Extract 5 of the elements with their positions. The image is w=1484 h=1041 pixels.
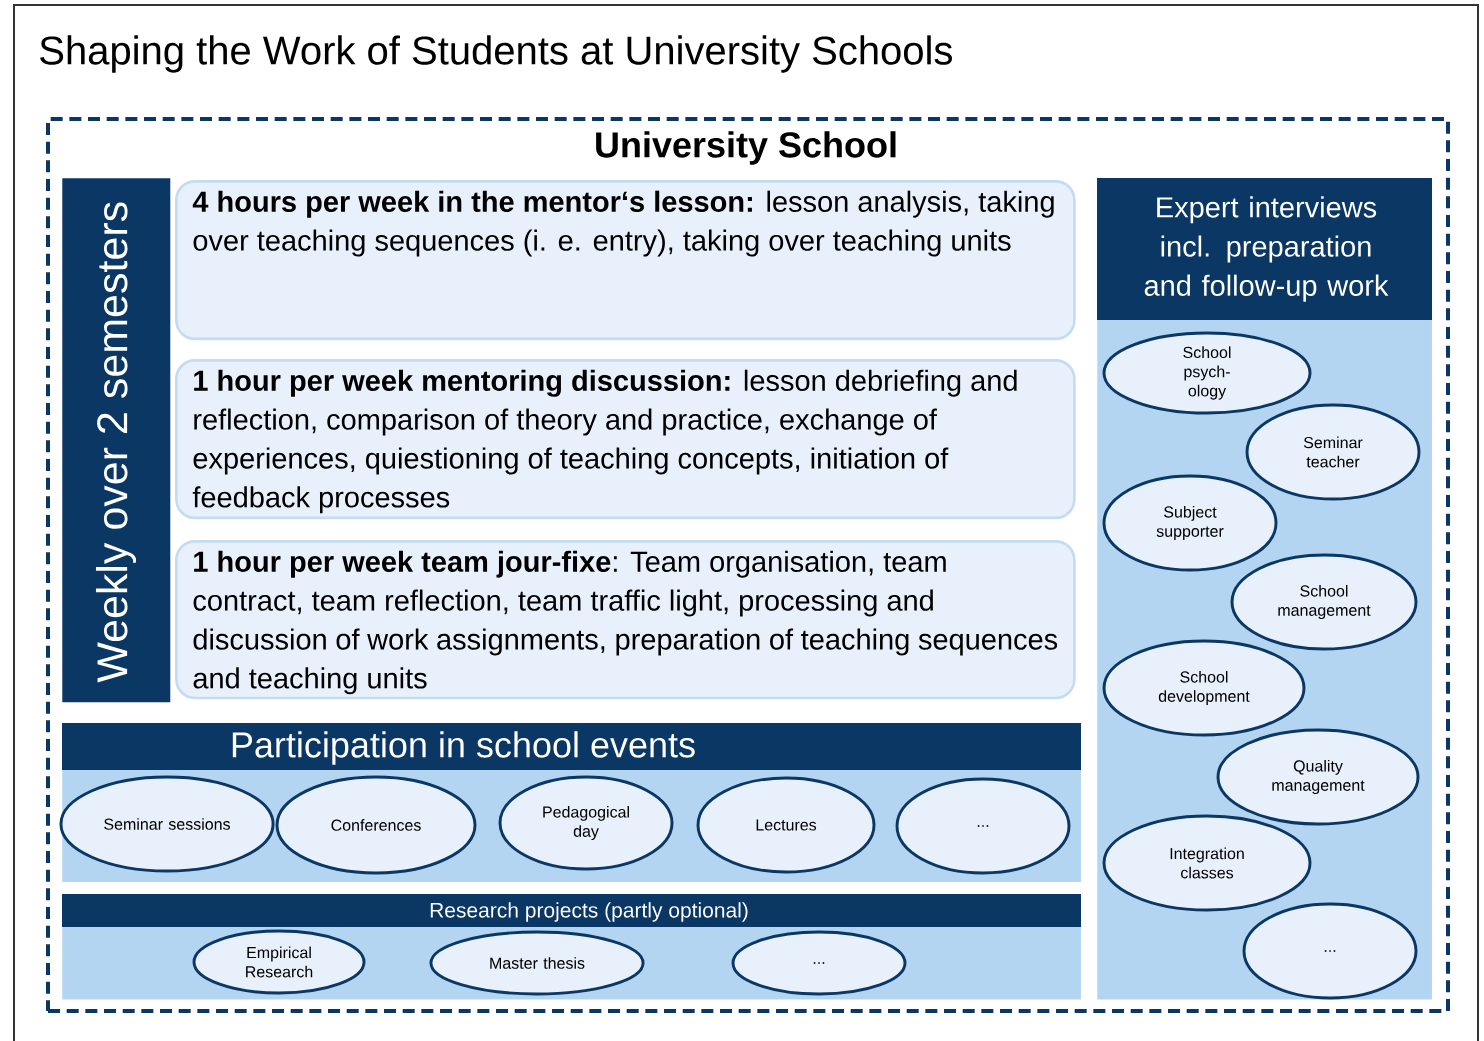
text-box: 4 hours per week in the mentor‘s lesson: lesson analysis, taking over teaching sequences (i. e. entry), taking over teaching units — [175, 180, 1076, 341]
band: Weekly over 2 semesters — [62, 178, 171, 703]
text-box: 1 hour per week mentoring discussion: lesson debriefing and reflection, comparison of theory and practice, exchange of experiences, quiestioning of teaching concepts, initiation of feedback processes — [175, 359, 1076, 520]
text-box: 1 hour per week team jour-fixe: Team organisation, team contract, team reflection, team traffic light, processing and discussion of work assignments, preparation of teaching sequences and teaching units — [175, 540, 1076, 700]
title: Shaping the Work of Students at University Schools — [40, 35, 952, 73]
